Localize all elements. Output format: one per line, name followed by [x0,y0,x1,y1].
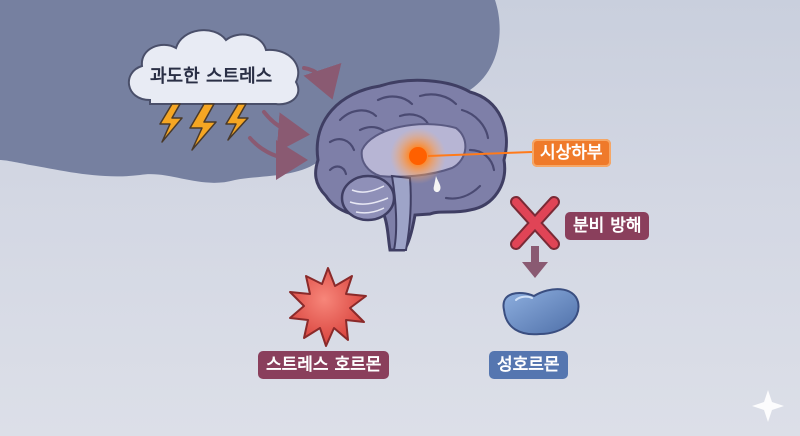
spiky-burst-icon [289,267,367,347]
bean-blob-icon [502,288,580,336]
down-arrow-icon [522,246,548,278]
secretion-block-label: 분비 방해 [565,212,650,240]
sparkle-icon [752,390,784,422]
stress-cloud-label: 과도한 스트레스 [150,66,273,87]
hypothalamus-label: 시상하부 [532,139,611,167]
brain-icon [314,78,508,252]
lightning-bolt-icon [159,103,249,151]
stress-arrows [248,62,342,180]
sex-hormone-label: 성호르몬 [489,351,568,379]
x-block-icon [510,196,560,250]
speech-cloud-icon [127,29,300,106]
hypothalamus-pointer-line [427,151,533,157]
stress-hormone-label: 스트레스 호르몬 [258,351,390,379]
